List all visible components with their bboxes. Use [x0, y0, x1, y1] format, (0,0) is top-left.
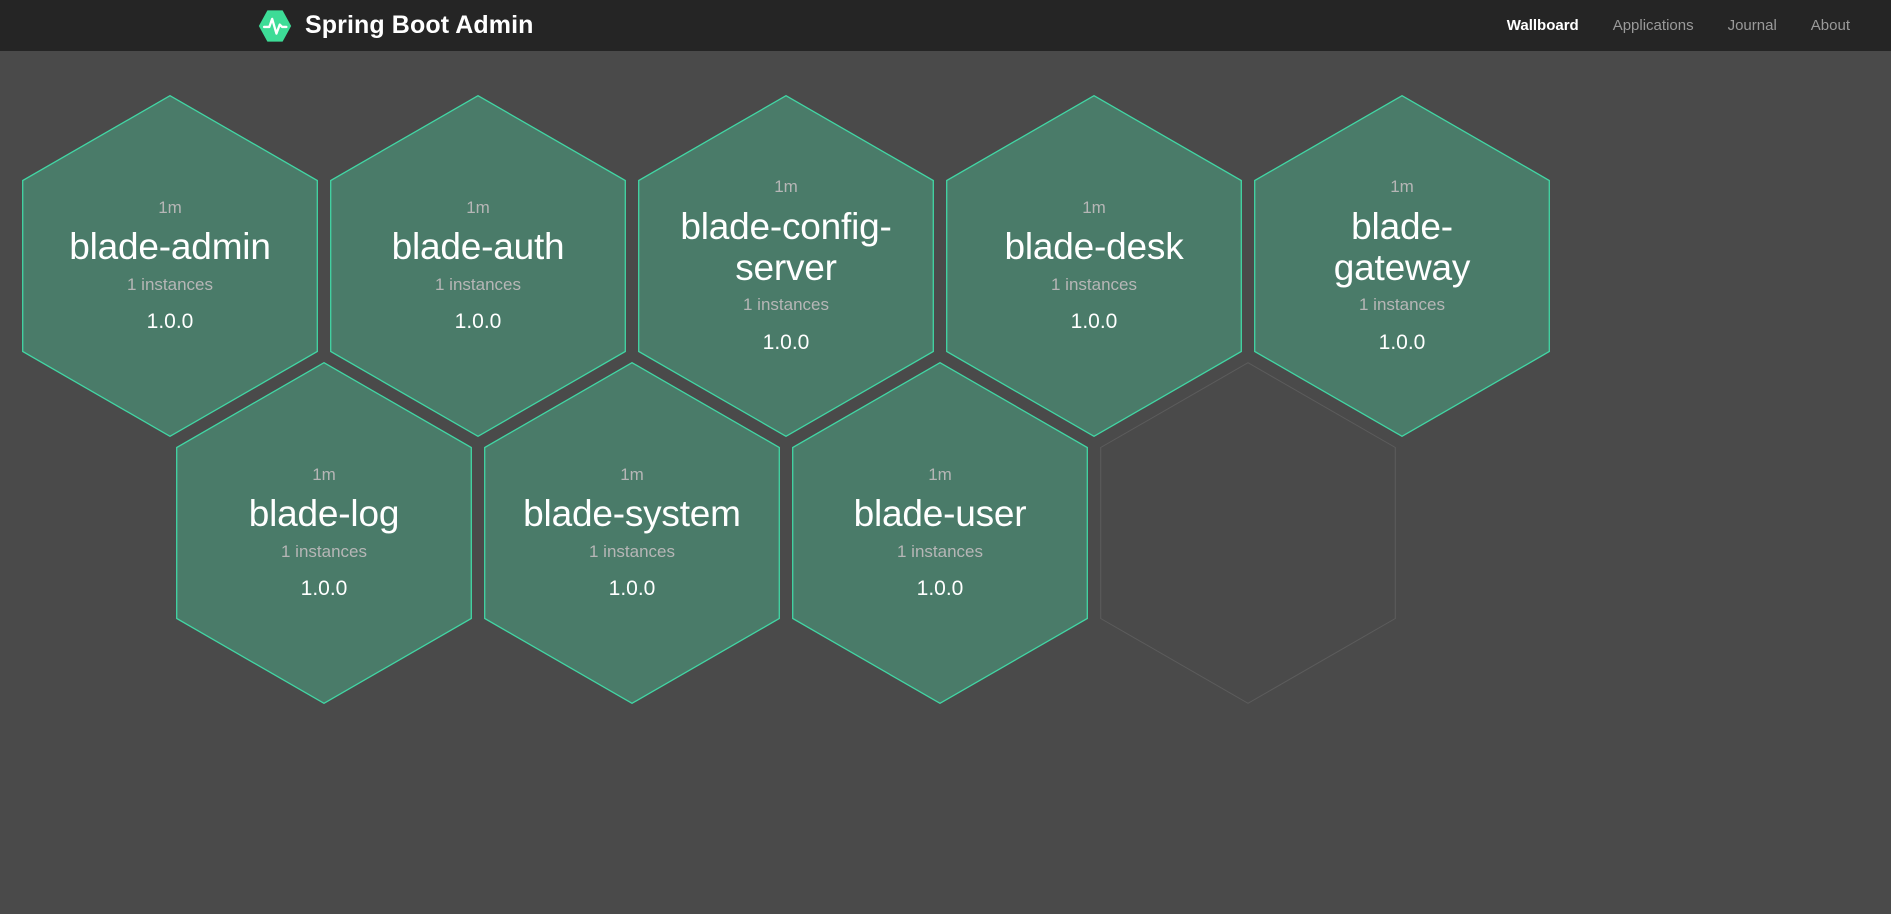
application-hexagon-body: 1m blade-desk 1 instances 1.0.0: [946, 95, 1242, 437]
application-uptime: 1m: [1390, 176, 1414, 196]
nav-item-applications[interactable]: Applications: [1612, 17, 1694, 34]
application-uptime: 1m: [466, 197, 490, 217]
application-name: blade-system: [523, 493, 741, 535]
application-hexagon-body: 1m blade-auth 1 instances 1.0.0: [330, 95, 626, 437]
wallboard-panel: 1m blade-admin 1 instances 1.0.0 1m blade-aut…: [0, 51, 1891, 914]
hexagon-placeholder: [1100, 362, 1396, 704]
application-version: 1.0.0: [1070, 310, 1118, 334]
application-hexagon[interactable]: 1m blade-config-server 1 instances 1.0.0: [638, 95, 934, 437]
application-hexagon-body: 1m blade-admin 1 instances 1.0.0: [22, 95, 318, 437]
application-name: blade-user: [853, 493, 1027, 535]
application-uptime: 1m: [774, 176, 798, 196]
application-hexagon[interactable]: 1m blade-log 1 instances 1.0.0: [176, 362, 472, 704]
application-instance-count: 1 instances: [897, 541, 983, 561]
application-hexagon-body: 1m blade-log 1 instances 1.0.0: [176, 362, 472, 704]
application-hexagon[interactable]: 1m blade-gateway 1 instances 1.0.0: [1254, 95, 1550, 437]
application-name: blade-auth: [391, 226, 565, 268]
application-hexagon[interactable]: 1m blade-desk 1 instances 1.0.0: [946, 95, 1242, 437]
nav-item-about[interactable]: About: [1810, 17, 1850, 34]
application-version: 1.0.0: [762, 331, 810, 355]
application-name: blade-desk: [1004, 226, 1184, 268]
application-uptime: 1m: [620, 464, 644, 484]
application-name: blade-config-server: [680, 205, 892, 288]
nav-item-journal[interactable]: Journal: [1727, 17, 1777, 34]
application-version: 1.0.0: [300, 577, 348, 601]
application-instance-count: 1 instances: [435, 274, 521, 294]
brand-link[interactable]: Spring Boot Admin: [256, 0, 534, 51]
hexagon-grid: 1m blade-admin 1 instances 1.0.0 1m blade-aut…: [0, 51, 1891, 914]
application-hexagon[interactable]: 1m blade-admin 1 instances 1.0.0: [22, 95, 318, 437]
application-uptime: 1m: [928, 464, 952, 484]
application-hexagon[interactable]: 1m blade-system 1 instances 1.0.0: [484, 362, 780, 704]
application-hexagon-body: 1m blade-config-server 1 instances 1.0.0: [638, 95, 934, 437]
application-version: 1.0.0: [454, 310, 502, 334]
application-hexagon[interactable]: 1m blade-user 1 instances 1.0.0: [792, 362, 1088, 704]
application-uptime: 1m: [1082, 197, 1106, 217]
application-instance-count: 1 instances: [127, 274, 213, 294]
application-version: 1.0.0: [916, 577, 964, 601]
application-instance-count: 1 instances: [589, 541, 675, 561]
application-instance-count: 1 instances: [743, 295, 829, 315]
application-hexagon[interactable]: 1m blade-auth 1 instances 1.0.0: [330, 95, 626, 437]
main-nav: Wallboard Applications Journal About: [1490, 0, 1867, 51]
application-name: blade-gateway: [1333, 205, 1471, 288]
brand-title: Spring Boot Admin: [305, 11, 534, 39]
application-hexagon-body: 1m blade-system 1 instances 1.0.0: [484, 362, 780, 704]
application-version: 1.0.0: [1378, 331, 1426, 355]
application-hexagon-body: 1m blade-gateway 1 instances 1.0.0: [1254, 95, 1550, 437]
application-instance-count: 1 instances: [1359, 295, 1445, 315]
application-name: blade-log: [248, 493, 400, 535]
application-hexagon-body: 1m blade-user 1 instances 1.0.0: [792, 362, 1088, 704]
nav-item-wallboard[interactable]: Wallboard: [1506, 17, 1579, 34]
application-uptime: 1m: [312, 464, 336, 484]
application-name: blade-admin: [69, 226, 271, 268]
application-uptime: 1m: [158, 197, 182, 217]
application-version: 1.0.0: [146, 310, 194, 334]
application-version: 1.0.0: [608, 577, 656, 601]
application-instance-count: 1 instances: [281, 541, 367, 561]
top-navbar: Spring Boot Admin Wallboard Applications…: [0, 0, 1891, 51]
hexagon-pulse-icon: [256, 7, 294, 45]
application-instance-count: 1 instances: [1051, 274, 1137, 294]
